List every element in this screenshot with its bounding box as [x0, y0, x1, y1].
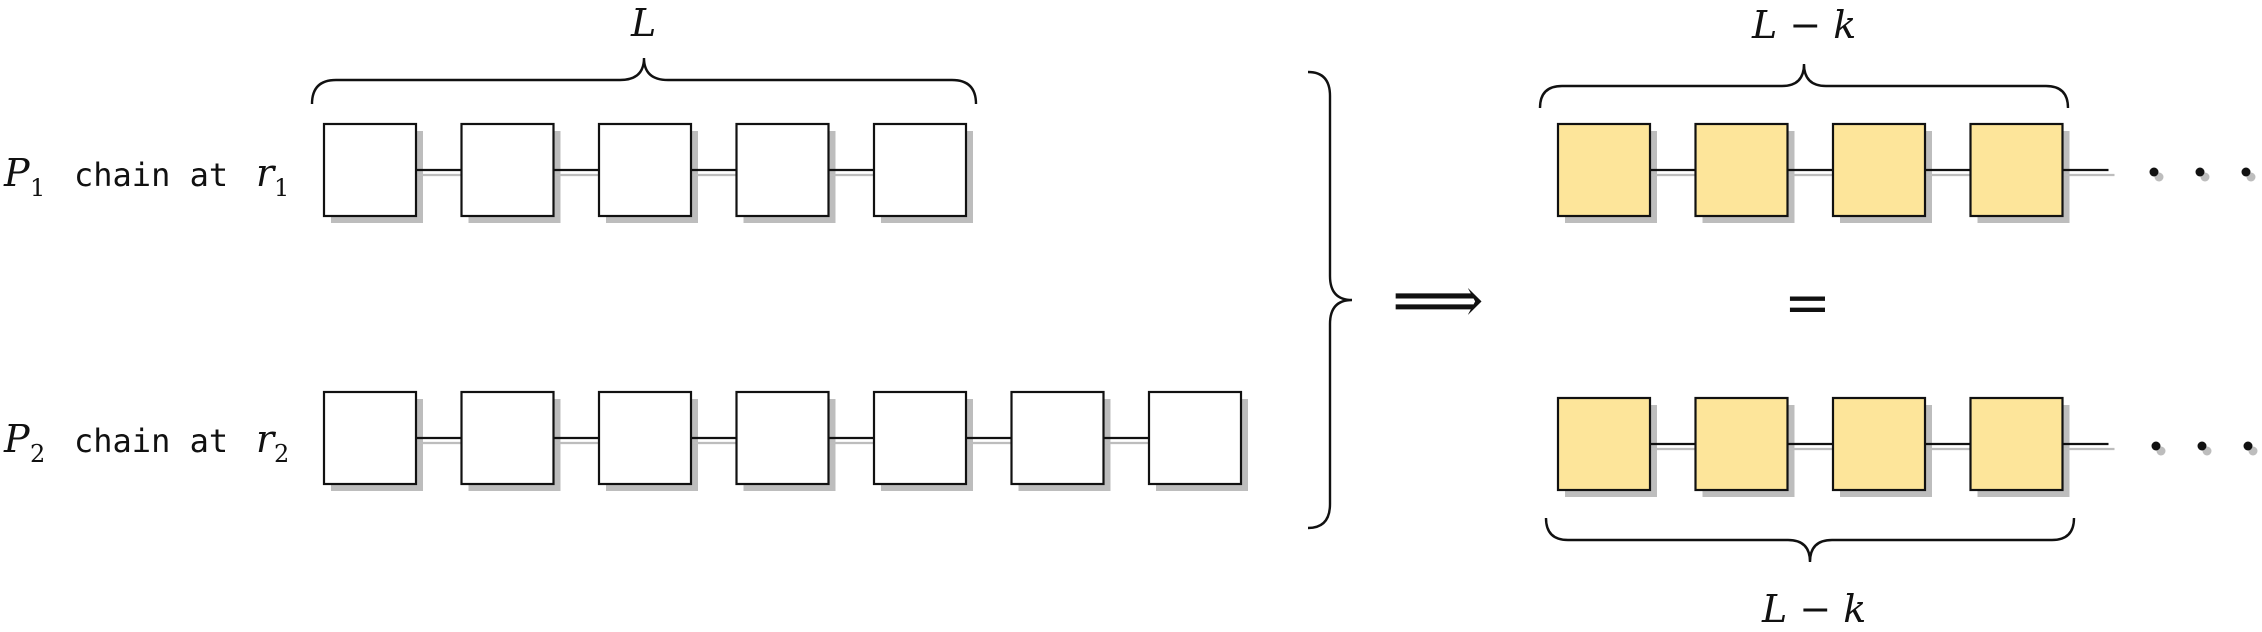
brace-bottom-right-label: L − k [1761, 587, 1866, 631]
big-right-brace [1307, 70, 1353, 530]
chain-box-empty [460, 122, 555, 218]
chain-box-filled [1969, 122, 2064, 218]
row2-r: r [256, 417, 277, 461]
row2-symbol: P [3, 417, 31, 461]
row2-text: chain at [74, 422, 228, 460]
chain-box-filled [1556, 396, 1652, 492]
chain-box-filled [1694, 122, 1789, 218]
result-top-ellipsis [2149, 167, 2256, 182]
chain-box-empty [735, 122, 830, 218]
brace-top-left [310, 57, 978, 105]
row1-chain [322, 122, 973, 223]
brace-top-right [1538, 63, 2070, 109]
chain-box-empty [460, 390, 555, 486]
ellipsis-dot [2197, 441, 2207, 451]
chain-box-empty [872, 122, 968, 218]
row1-label: P 1 chain at r 1 [3, 151, 289, 202]
brace-top-left-label: L [630, 1, 656, 45]
row1-r: r [256, 151, 277, 195]
ellipsis-dot [2243, 441, 2253, 451]
row1-symbol-index: 1 [30, 174, 45, 202]
row2-label: P 2 chain at r 2 [3, 417, 289, 468]
chain-box-empty [597, 122, 693, 218]
chain-box-empty [322, 390, 418, 486]
row1-r-index: 1 [274, 174, 289, 202]
chain-box-empty [735, 390, 830, 486]
row1-symbol: P [3, 151, 31, 195]
brace-top-right-label: L − k [1751, 3, 1856, 47]
result-bottom-ellipsis [2151, 441, 2258, 456]
equals-sign: = [1784, 271, 1831, 336]
chain-box-filled [1831, 122, 1927, 218]
chain-box-filled [1556, 122, 1652, 218]
row2-symbol-index: 2 [30, 440, 45, 468]
chain-box-empty [1147, 390, 1243, 486]
result-top-chain [1556, 122, 2115, 223]
row2-chain [322, 390, 1248, 491]
ellipsis-dot [2241, 167, 2251, 177]
row2-r-index: 2 [274, 440, 289, 468]
result-bottom-chain [1556, 396, 2115, 497]
row1-text: chain at [74, 156, 228, 194]
chain-box-filled [1694, 396, 1789, 492]
implies-arrow: ⟹ [1392, 264, 1484, 338]
chain-box-empty [322, 122, 418, 218]
ellipsis-dot [2195, 167, 2205, 177]
chain-box-empty [872, 390, 968, 486]
brace-bottom-right [1544, 517, 2076, 563]
chain-box-empty [1010, 390, 1105, 486]
ellipsis-dot [2149, 167, 2159, 177]
chain-box-filled [1969, 396, 2064, 492]
ellipsis-dot [2151, 441, 2161, 451]
chain-box-empty [597, 390, 693, 486]
chain-box-filled [1831, 396, 1927, 492]
